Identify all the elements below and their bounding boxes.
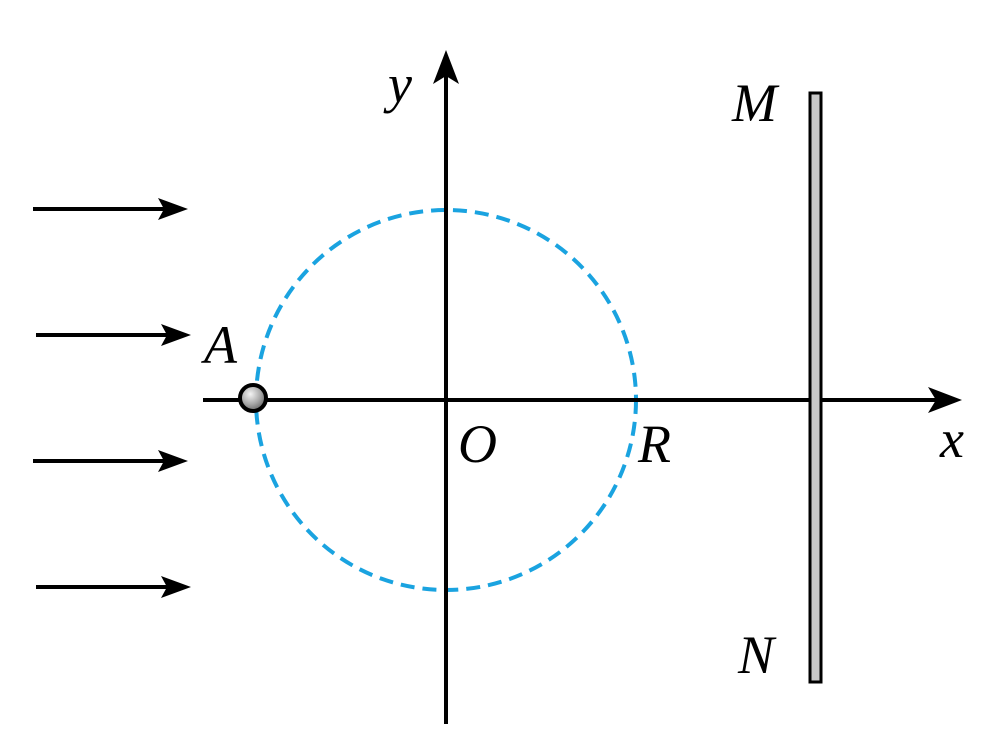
incoming-arrow — [36, 576, 191, 598]
incoming-arrow — [33, 450, 188, 472]
plate-top-label: M — [731, 73, 780, 133]
point-a-label: A — [201, 315, 238, 375]
particle-a — [238, 383, 268, 413]
radius-label: R — [637, 414, 671, 474]
y-axis-label: y — [383, 54, 412, 114]
incoming-arrows — [33, 198, 191, 598]
plate-bottom-label: N — [737, 625, 777, 685]
plate-mn — [808, 91, 823, 684]
incoming-arrow — [36, 324, 191, 346]
incoming-arrow — [33, 198, 188, 220]
y-axis — [433, 50, 459, 724]
origin-label: O — [458, 414, 497, 474]
x-axis-label: x — [939, 409, 964, 469]
x-axis — [203, 387, 962, 413]
